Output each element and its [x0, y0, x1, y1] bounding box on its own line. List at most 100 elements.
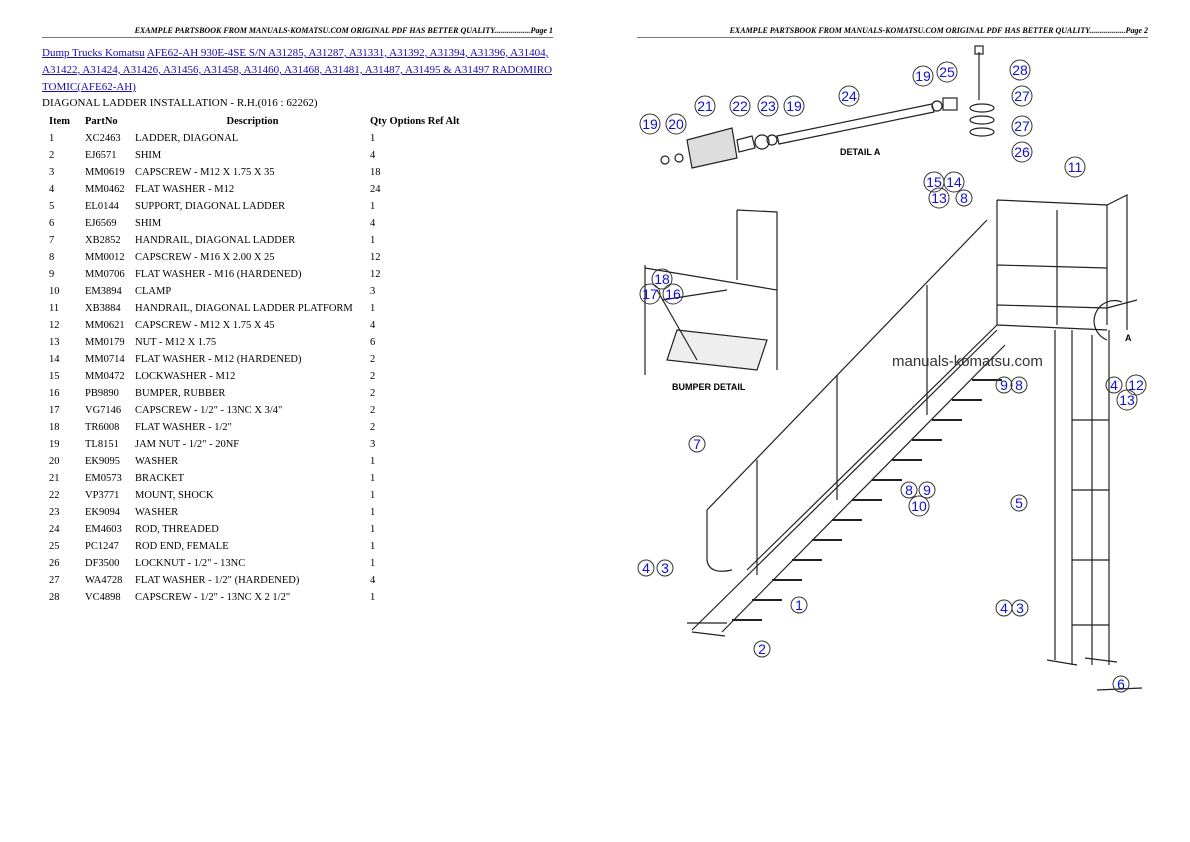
- part-description: FLAT WASHER - 1/2" (HARDENED): [135, 575, 300, 586]
- callout-number: 5: [1015, 495, 1023, 511]
- part-qty: 1: [370, 490, 376, 501]
- item-number: 12: [49, 320, 60, 331]
- page-2-header: EXAMPLE PARTSBOOK FROM MANUALS-KOMATSU.C…: [637, 26, 1148, 38]
- callout-number: 21: [697, 98, 713, 114]
- part-qty: 1: [370, 473, 376, 484]
- callout-circle: [900, 481, 918, 499]
- item-number: 14: [49, 354, 60, 365]
- callout-circle: [783, 95, 805, 117]
- part-description: ROD END, FEMALE: [135, 541, 229, 552]
- callout-circle: [908, 495, 930, 517]
- part-number: MM0619: [85, 167, 125, 178]
- parts-table: Item PartNo Description Qty Options Ref …: [42, 113, 460, 606]
- breadcrumb: Dump Trucks Komatsu AFE62-AH 930E-4SE S/…: [42, 45, 562, 96]
- callout-number: 13: [1119, 392, 1135, 408]
- part-qty: 4: [370, 320, 376, 331]
- callout-number: 3: [1016, 600, 1024, 616]
- part-description: CAPSCREW - 1/2" - 13NC X 3/4": [135, 405, 283, 416]
- part-qty: 4: [370, 150, 376, 161]
- callout-number: 6: [1117, 676, 1125, 692]
- callout-circle: [639, 113, 661, 135]
- callout-number: 13: [931, 190, 947, 206]
- callout-circle: [651, 268, 673, 290]
- callout-circle: [639, 283, 661, 305]
- callout-number: 4: [642, 560, 650, 576]
- callout-circle: [1064, 156, 1086, 178]
- callout-number: 20: [668, 116, 684, 132]
- col-qty-options: Qty Options Ref Alt: [370, 116, 460, 127]
- part-number: TL8151: [85, 439, 119, 450]
- part-number: PC1247: [85, 541, 119, 552]
- part-number: XB3884: [85, 303, 121, 314]
- model-link[interactable]: AFE62-AH 930E-4SE S/N A31285, A31287, A3…: [42, 47, 553, 93]
- callout-circle: [694, 95, 716, 117]
- part-number: DF3500: [85, 558, 120, 569]
- item-number: 5: [49, 201, 55, 212]
- item-number: 9: [49, 269, 55, 280]
- callout-number: 1: [795, 597, 803, 613]
- part-description: FLAT WASHER - M12 (HARDENED): [135, 354, 302, 365]
- watermark: manuals-komatsu.com: [892, 353, 1043, 370]
- part-number: EL0144: [85, 201, 119, 212]
- callout-number: 27: [1014, 118, 1030, 134]
- part-description: HANDRAIL, DIAGONAL LADDER PLATFORM: [135, 303, 353, 314]
- callout-circle: [1011, 115, 1033, 137]
- page-1-header: EXAMPLE PARTSBOOK FROM MANUALS-KOMATSU.C…: [42, 26, 553, 38]
- part-number: XB2852: [85, 235, 121, 246]
- callout-number: 12: [1128, 377, 1144, 393]
- item-number: 20: [49, 456, 60, 467]
- callout-number: 8: [905, 482, 913, 498]
- callout-number: 18: [654, 271, 670, 287]
- callout-circle: [928, 187, 950, 209]
- callout-circle: [753, 640, 771, 658]
- part-qty: 6: [370, 337, 376, 348]
- item-number: 15: [49, 371, 60, 382]
- callout-number: 8: [1015, 377, 1023, 393]
- parts-list-column: Dump Trucks Komatsu AFE62-AH 930E-4SE S/…: [42, 45, 562, 606]
- callout-circle: [936, 61, 958, 83]
- callout-circle: [918, 481, 936, 499]
- part-number: EM4603: [85, 524, 122, 535]
- part-qty: 12: [370, 269, 381, 280]
- part-qty: 2: [370, 354, 376, 365]
- callout-number: 19: [642, 116, 658, 132]
- view-a-arrow-label: A: [1125, 333, 1132, 343]
- callout-circle: [1010, 376, 1028, 394]
- callout-circle: [757, 95, 779, 117]
- callout-circle: [1011, 141, 1033, 163]
- item-number: 17: [49, 405, 60, 416]
- callout-number: 25: [939, 64, 955, 80]
- callout-number: 8: [960, 190, 968, 206]
- part-number: MM0012: [85, 252, 125, 263]
- part-qty: 3: [370, 439, 376, 450]
- part-description: CLAMP: [135, 286, 172, 297]
- callout-number: 4: [1000, 600, 1008, 616]
- part-qty: 2: [370, 405, 376, 416]
- part-number: EK9094: [85, 507, 120, 518]
- dump-trucks-link[interactable]: Dump Trucks Komatsu: [42, 47, 145, 59]
- callout-number: 24: [841, 88, 857, 104]
- col-item: Item: [49, 116, 70, 127]
- callout-circle: [1011, 85, 1033, 107]
- part-number: WA4728: [85, 575, 123, 586]
- part-qty: 4: [370, 575, 376, 586]
- part-description: NUT - M12 X 1.75: [135, 337, 217, 348]
- callout-number: 26: [1014, 144, 1030, 160]
- part-number: EJ6571: [85, 150, 117, 161]
- callout-circle: [1011, 599, 1029, 617]
- part-description: FLAT WASHER - M12: [135, 184, 235, 195]
- ladder-drawing: [644, 45, 1143, 691]
